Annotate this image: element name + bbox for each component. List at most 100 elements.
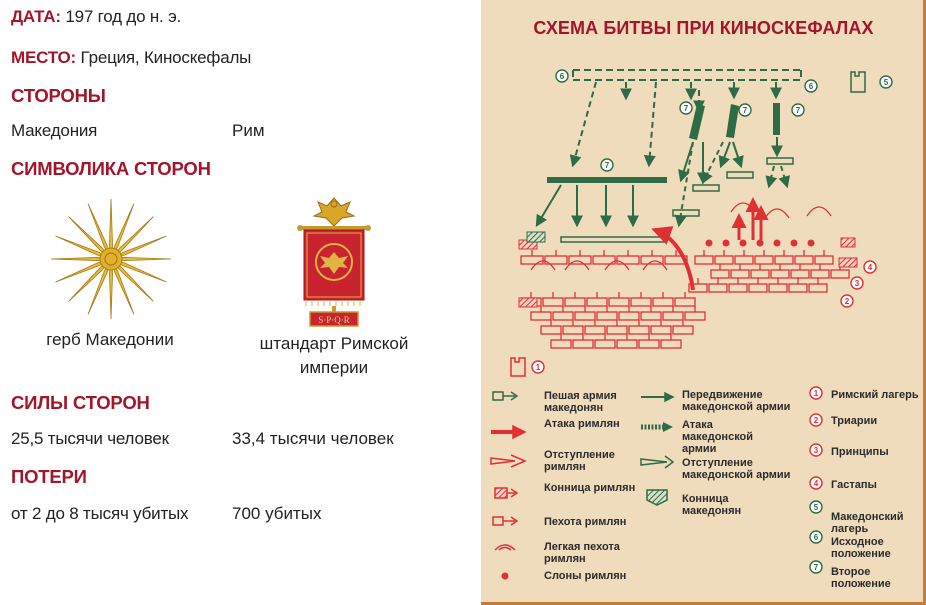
battle-info-panel: ДАТА: 197 год до н. э. МЕСТО: Греция, Ки…	[11, 7, 409, 523]
macedonian-initial-position	[572, 69, 802, 81]
map-marker-7: 7	[738, 103, 752, 117]
roman-attack-arrows	[651, 197, 769, 291]
roman-infantry-block	[694, 255, 714, 265]
roman-infantry-block	[768, 283, 788, 293]
roman-infantry-block	[734, 255, 754, 265]
macedonian-move-arrows	[569, 81, 782, 168]
banner-inscription: S·P·Q·R	[318, 315, 350, 325]
roman-infantry-block	[672, 325, 694, 335]
symbol-b-caption-line2: империи	[299, 358, 369, 377]
roman-light-infantry	[604, 260, 630, 271]
roman-infantry-block	[606, 325, 628, 335]
legend-marker-3: Принципы	[831, 446, 889, 458]
legend-macedonian-movement: Передвижение македонской армии	[682, 389, 791, 413]
roman-infantry-block	[730, 269, 750, 279]
svg-text:7: 7	[743, 106, 748, 115]
svg-text:2: 2	[845, 297, 850, 306]
roman-infantry-block	[616, 339, 638, 349]
symbols-heading: СИМВОЛИКА СТОРОН	[11, 158, 211, 179]
legend-marker-6: Исходное положение	[831, 536, 891, 560]
roman-infantry-block	[540, 325, 562, 335]
roman-infantry-block	[562, 325, 584, 335]
legend-roman-attack: Атака римлян	[544, 418, 620, 430]
losses-heading: ПОТЕРИ	[11, 466, 87, 487]
roman-elephant	[705, 239, 713, 247]
forces-heading: СИЛЫ СТОРОН	[11, 392, 150, 413]
battle-map-panel: СХЕМА БИТВЫ ПРИ КИНОСКЕФАЛАХ	[481, 0, 926, 605]
macedonian-second-position	[547, 103, 780, 183]
legend-marker-4: Гастапы	[831, 479, 877, 491]
map-marker-7: 7	[600, 158, 614, 172]
map-marker-2: 2	[840, 294, 854, 308]
roman-light-infantry	[764, 208, 790, 219]
legend-macedonian-cavalry: Конница македонян	[682, 493, 742, 517]
roman-infantry-block	[596, 311, 618, 321]
symbol-a-caption: герб Македонии	[46, 330, 174, 349]
date-value: 197 год до н. э.	[65, 7, 182, 26]
legend-marker-5: Македонский лагерь	[831, 511, 904, 535]
legend-marker-1: Римский лагерь	[831, 389, 919, 401]
roman-infantry-block	[616, 255, 640, 265]
map-marker-6: 6	[804, 79, 818, 93]
roman-camp-icon	[510, 357, 526, 377]
roman-infantry-block	[618, 311, 640, 321]
legend-macedonian-attack: Атака македонской армии	[682, 419, 754, 455]
svg-text:7: 7	[684, 104, 689, 113]
legend-macedonian-retreat: Отступление македонской армии	[682, 457, 791, 481]
roman-infantry-block	[628, 325, 650, 335]
roman-light-infantry	[530, 260, 556, 271]
roman-infantry-block	[660, 339, 682, 349]
roman-standard-emblem: S·P·Q·R	[297, 197, 371, 327]
svg-text:1: 1	[536, 363, 541, 372]
macedonian-sun-emblem	[50, 198, 172, 320]
roman-infantry-block	[790, 269, 810, 279]
map-marker-6: 6	[555, 69, 569, 83]
legend-marker-2: Триарии	[831, 415, 878, 427]
roman-light-infantry	[642, 260, 668, 271]
forces-a: 25,5 тысячи человек	[11, 429, 169, 448]
roman-elephant	[773, 239, 781, 247]
roman-infantry-block	[774, 255, 794, 265]
map-marker-1: 1	[531, 360, 545, 374]
svg-text:4: 4	[868, 263, 873, 272]
legend-marker-7: Второе положение	[831, 566, 891, 590]
roman-infantry-block	[640, 311, 662, 321]
roman-infantry-block	[542, 297, 564, 307]
roman-infantry-block	[520, 255, 544, 265]
roman-infantry-block	[750, 269, 770, 279]
roman-infantry-block	[684, 311, 706, 321]
place-row: МЕСТО: Греция, Киноскефалы	[11, 48, 251, 68]
sides-heading: СТОРОНЫ	[11, 85, 106, 106]
legend-roman-elephants: Слоны римлян	[544, 570, 627, 582]
roman-infantry-block	[674, 297, 696, 307]
side-a: Македония	[11, 121, 98, 140]
macedonian-camp-icon	[850, 71, 866, 93]
place-value: Греция, Киноскефалы	[80, 48, 252, 67]
place-label: МЕСТО:	[11, 48, 76, 67]
roman-infantry-block	[748, 283, 768, 293]
roman-infantry-block	[788, 283, 808, 293]
roman-infantry-block	[808, 283, 828, 293]
roman-infantry-block	[572, 339, 594, 349]
roman-elephant	[756, 239, 764, 247]
svg-text:5: 5	[884, 78, 889, 87]
roman-elephant	[807, 239, 815, 247]
roman-infantry-lines	[520, 202, 850, 349]
roman-infantry-block	[638, 339, 660, 349]
map-marker-7: 7	[679, 101, 693, 115]
roman-infantry-block	[608, 297, 630, 307]
roman-light-infantry	[806, 206, 832, 217]
roman-infantry-block	[810, 269, 830, 279]
roman-infantry-block	[574, 311, 596, 321]
roman-infantry-block	[530, 311, 552, 321]
symbol-b-caption-line1: штандарт Римской	[259, 334, 409, 353]
svg-text:6: 6	[809, 82, 814, 91]
svg-text:7: 7	[796, 106, 801, 115]
roman-infantry-block	[662, 311, 684, 321]
map-marker-4: 4	[863, 260, 877, 274]
legend-roman-retreat: Отступление римлян	[544, 449, 615, 473]
macedonian-small-units	[560, 157, 794, 243]
svg-text:6: 6	[560, 72, 565, 81]
roman-infantry-block	[770, 269, 790, 279]
